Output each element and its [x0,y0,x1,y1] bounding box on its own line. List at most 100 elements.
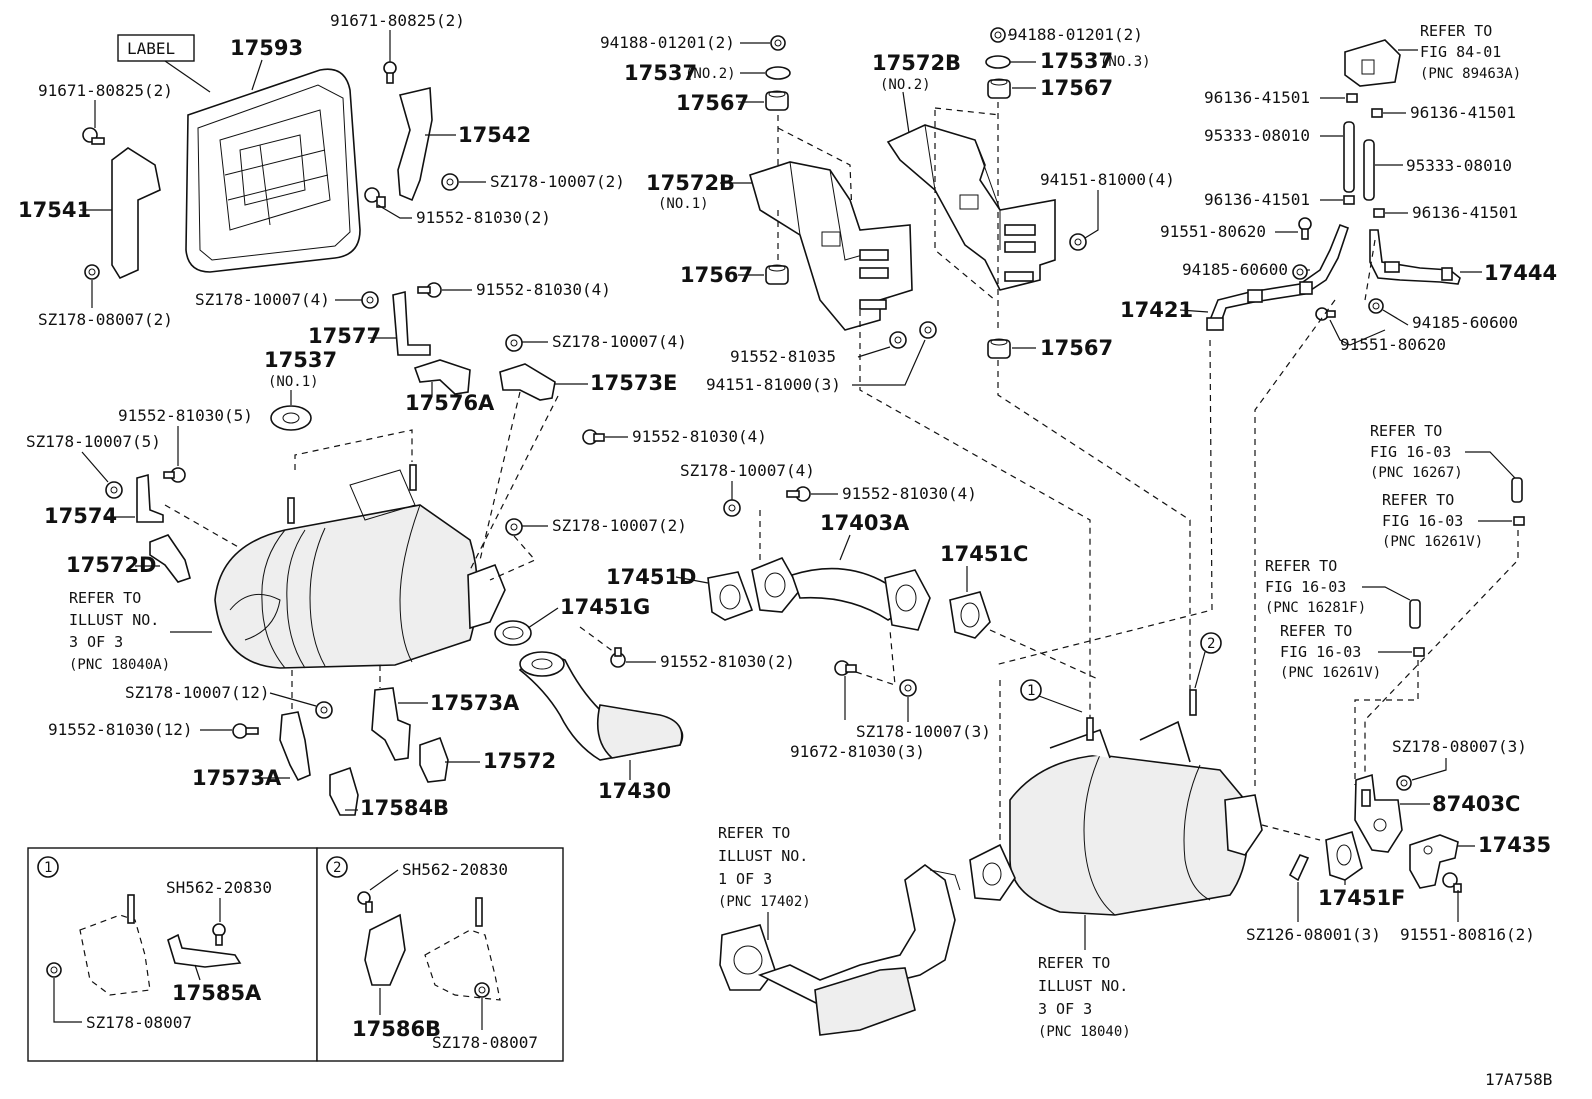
callout-91552-81030-12: 91552-81030(12) [48,720,193,739]
callout-17435: 17435 [1478,833,1551,857]
nut-sz178-10007-a [361,291,379,309]
callout-91671-80825-top: 91671-80825(2) [330,11,465,30]
nut-94151-4 [1069,233,1087,251]
callout-17430: 17430 [598,779,671,803]
callout-17451f: 17451F [1318,886,1405,910]
pipe-end-16281f [1409,599,1421,629]
nut-94185-b [1368,298,1384,314]
bracket-17435 [1409,834,1459,889]
clip-96136-d [1373,208,1385,218]
callout-sz178-08007-2: SZ178-08007(2) [38,310,173,329]
callout-91552-81030-4-c: 91552-81030(4) [842,484,977,503]
ref-18040-line2: ILLUST NO. [1038,977,1128,995]
gasket-17451f [1325,830,1363,881]
callout-17573e: 17573E [590,371,677,395]
callout-96136-41501-a: 96136-41501 [1204,88,1310,107]
callout-91552-81035: 91552-81035 [730,347,836,366]
circle-marker-2: 2 [1194,632,1222,689]
ref-89463a-line1: REFER TO [1420,22,1492,40]
callout-96136-41501-b: 96136-41501 [1410,103,1516,122]
callout-17572d: 17572D [66,553,157,577]
label-tag: LABEL [117,34,211,93]
ref-89463a-line2: FIG 84-01 [1420,43,1501,61]
callout-87403c: 87403C [1432,792,1520,816]
callout-94188-01201-a: 94188-01201(2) [600,33,735,52]
callout-17574: 17574 [44,504,117,528]
ref-16261v-b-line1: REFER TO [1280,622,1352,640]
ref-18040a-line2: ILLUST NO. [69,611,159,629]
nut-sz178-08007-inset1 [46,962,62,978]
callout-sz178-10007-12: SZ178-10007(12) [125,683,270,702]
callout-91552-81030-4-b: 91552-81030(4) [632,427,767,446]
clip-96136-a [1346,93,1358,103]
callout-sz178-08007-3: SZ178-08007(3) [1392,737,1527,756]
bracket-17541 [111,147,161,280]
ref-17402-line3: 1 OF 3 [718,870,772,888]
ref-89463a-line3: (PNC 89463A) [1420,66,1521,82]
nut-sz178-08007-3 [1396,775,1412,791]
ref-16281f-line2: FIG 16-03 [1265,578,1346,596]
cushion-17567-d [987,338,1011,359]
callout-17537-no2-sub: (NO.2) [685,66,736,82]
callout-17593: 17593 [230,36,303,60]
bolt-91552-81030-12 [232,723,259,739]
nut-sz178-10007-12 [315,701,333,719]
ref-16267-line2: FIG 16-03 [1370,443,1451,461]
ref-16261v-b-line3: (PNC 16261V) [1280,665,1381,681]
callout-sz126-08001-3: SZ126-08001(3) [1246,925,1381,944]
callout-91671-80825-left: 91671-80825(2) [38,81,173,100]
callout-17444: 17444 [1484,261,1557,285]
bracket-17573a-right [371,687,411,761]
ref-16261v-a-line3: (PNC 16261V) [1382,534,1483,550]
inset1-number: 1 [44,860,52,876]
ref-16281f-line1: REFER TO [1265,557,1337,575]
bolt-sh562-inset2 [357,891,373,913]
bolt-91552-81030-4b [582,429,605,445]
fitting-16261v-a [1513,516,1525,526]
gasket-17451c [949,591,991,639]
inset-panel-1: 1 SH562-20830 17585A SZ178-08007 [27,847,318,1062]
callout-sz178-10007-2-top: SZ178-10007(2) [490,172,625,191]
nut-94151-3 [919,321,937,339]
callout-17451c: 17451C [940,542,1028,566]
inset-panel-2: 2 SH562-20830 17586B SZ178-08007 [316,847,564,1062]
bracket-17577 [392,290,431,356]
nut-sz178-10007-c [723,499,741,517]
inset2-sz178-08007: SZ178-08007 [432,1033,538,1052]
callout-17542: 17542 [458,123,531,147]
ref-16267-line1: REFER TO [1370,422,1442,440]
callout-17567-c: 17567 [1040,76,1113,100]
callout-96136-41501-c: 96136-41501 [1204,190,1310,209]
diesel-particulate-filter-left [214,464,506,669]
callout-95333-08010-a: 95333-08010 [1204,126,1310,145]
bracket-17572b-no2 [886,124,1056,291]
callout-91551-80620-b: 91551-80620 [1340,335,1446,354]
callout-17541: 17541 [18,198,91,222]
callout-91552-81030-4-a: 91552-81030(4) [476,280,611,299]
callout-17577: 17577 [308,324,381,348]
callout-sz178-10007-4-a: SZ178-10007(4) [195,290,330,309]
ref-18040a-line3: 3 OF 3 [69,633,123,651]
nut-sz178-10007-b [505,334,523,352]
diesel-particulate-filter-right [969,689,1263,916]
callout-17572b-no2-sub: (NO.2) [880,77,931,93]
bolt-91552-81030-2b [610,647,626,668]
callout-91552-81030-5: 91552-81030(5) [118,406,253,425]
bolt-91552-top [364,187,386,208]
nut-sz178-08007-inset2 [474,982,490,998]
callout-17451g: 17451G [560,595,650,619]
bolt-91551-80620-b [1315,307,1336,321]
ref-17402-line4: (PNC 17402) [718,894,811,910]
bolt-91552-81030-5 [163,467,186,483]
bracket-17572 [419,736,449,783]
callout-17573a-right: 17573A [430,691,520,715]
ref-17402-line1: REFER TO [718,824,790,842]
washer-17537-no3 [985,55,1011,69]
callout-17537-no3-sub: (NO.3) [1100,54,1151,70]
heat-insulator-17593 [185,68,361,273]
nut-94185-a [1292,264,1308,280]
fitting-16261v-b [1413,647,1425,657]
bolt-91551-80620-a [1298,217,1312,240]
bracket-17572d [149,534,191,583]
gasket-17451d [707,571,754,621]
